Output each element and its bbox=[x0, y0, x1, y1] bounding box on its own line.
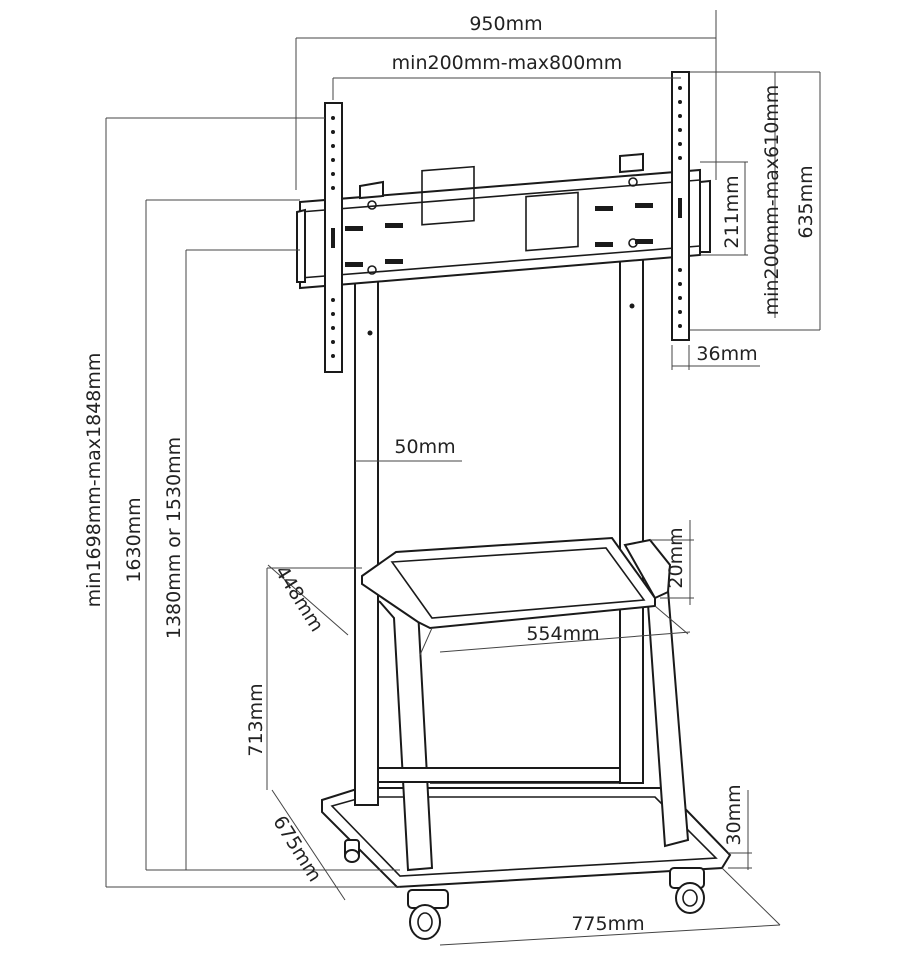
dimension-labels: 950mm min200mm-max800mm min200mm-max610m… bbox=[83, 13, 817, 935]
lower-crossbar bbox=[377, 767, 621, 783]
label-pole-width: 50mm bbox=[394, 436, 455, 458]
caster-front-left bbox=[407, 889, 449, 940]
stand-drawing bbox=[296, 71, 732, 940]
label-shelf-depth: 448mm bbox=[270, 562, 327, 636]
pole-right bbox=[619, 257, 644, 784]
label-base-thickness: 30mm bbox=[723, 784, 745, 845]
label-top-height: 1630mm bbox=[123, 497, 145, 582]
label-crossbar-height: 211mm bbox=[721, 175, 743, 248]
label-vesa-horizontal: min200mm-max800mm bbox=[392, 52, 623, 74]
label-total-height: min1698mm-max1848mm bbox=[83, 353, 105, 608]
label-vesa-vertical: min200mm-max610mm bbox=[761, 85, 783, 316]
caster-wheels bbox=[344, 839, 705, 940]
caster-back-right bbox=[669, 867, 705, 914]
pole-left bbox=[354, 279, 379, 806]
label-mount-height: 1380mm or 1530mm bbox=[163, 437, 185, 639]
label-shelf-width: 554mm bbox=[526, 623, 599, 645]
label-bracket-depth: 36mm bbox=[696, 343, 757, 365]
label-shelf-thickness: 20mm bbox=[665, 527, 687, 588]
mounting-crossbar bbox=[296, 152, 711, 290]
vesa-arm-right bbox=[671, 71, 690, 341]
label-shelf-height: 713mm bbox=[245, 683, 267, 756]
caster-back-left bbox=[344, 839, 360, 863]
label-base-depth: 675mm bbox=[268, 812, 325, 886]
dimension-lines bbox=[105, 10, 821, 946]
label-base-width: 775mm bbox=[571, 913, 644, 935]
label-bracket-height: 635mm bbox=[795, 165, 817, 238]
label-overall-width: 950mm bbox=[469, 13, 542, 35]
vesa-arm-left bbox=[324, 102, 343, 373]
